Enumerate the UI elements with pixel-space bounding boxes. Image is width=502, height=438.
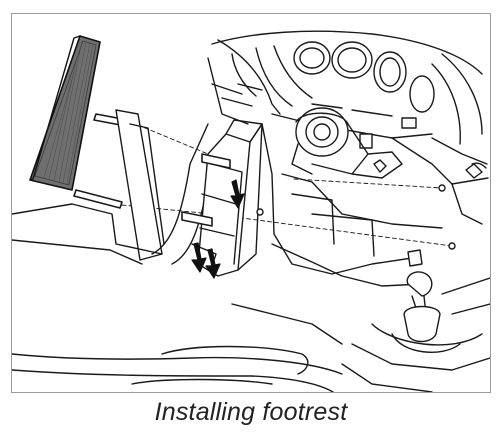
floor-tunnel: [12, 303, 343, 392]
lower-dash: [261, 123, 489, 287]
floor-panel: [12, 109, 209, 265]
footrest-installation-diagram: [12, 30, 490, 392]
arrow-down-icon: [230, 179, 245, 209]
figure-caption: Installing footrest: [154, 398, 348, 426]
alignment-lines: [121, 124, 453, 247]
instrument-panel: [207, 30, 483, 149]
gear-shift: [341, 271, 490, 392]
footrest-bracket: [181, 119, 264, 277]
diagram-frame: [11, 13, 491, 393]
arrow-down-icon: [205, 248, 221, 279]
arrow-down-icon: [191, 242, 207, 273]
steering-column: [291, 107, 403, 179]
